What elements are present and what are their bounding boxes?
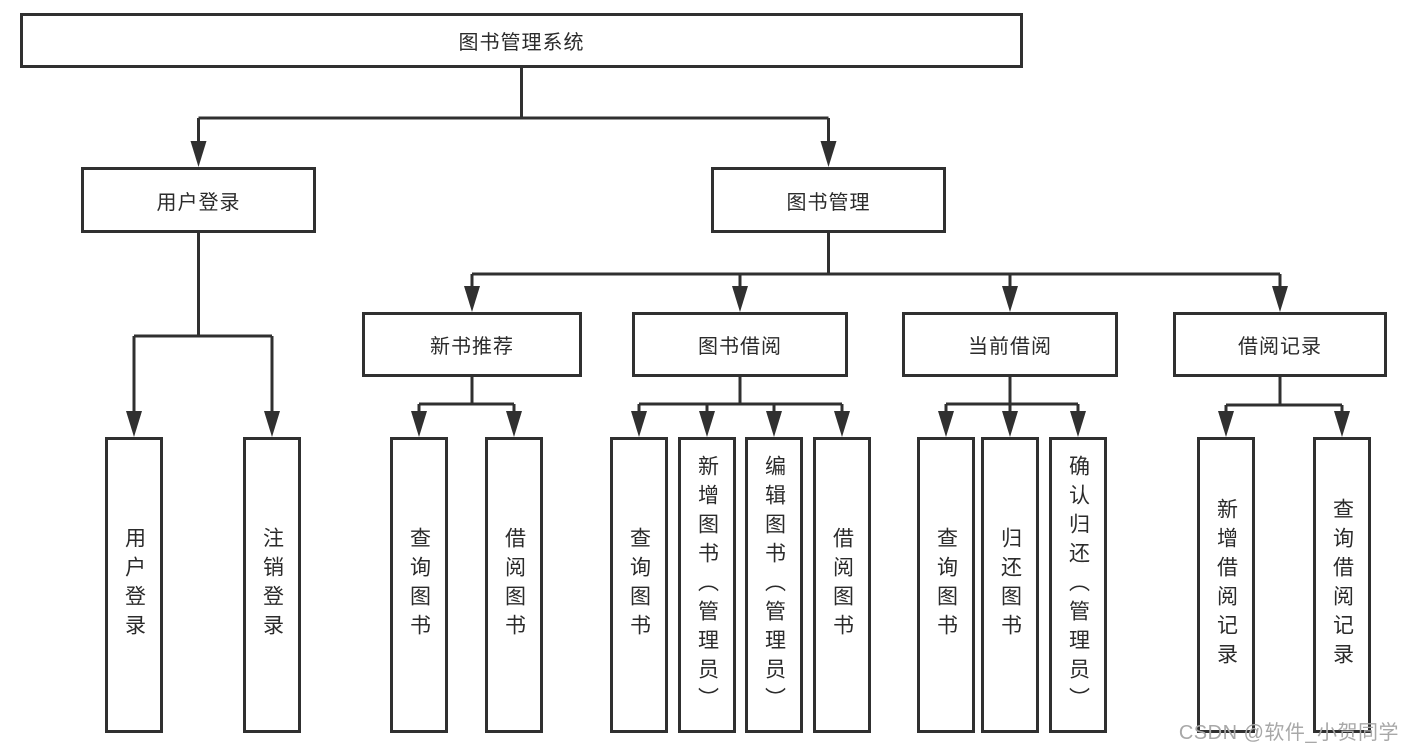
node-label: 查询借阅记录 [1330,498,1354,672]
node-label: 新增借阅记录 [1214,498,1238,672]
node-label: 查询图书 [934,527,958,643]
node-label: 借阅图书 [502,527,526,643]
node-label: 用户登录 [156,191,241,214]
node-new-book-recommend: 新书推荐 [362,312,582,377]
node-label: 借阅记录 [1238,336,1322,358]
node-label: 确认归还（管理员） [1066,454,1090,716]
leaf-records-query-record: 查询借阅记录 [1313,437,1371,733]
node-label: 用户登录 [122,527,146,643]
node-label: 当前借阅 [968,336,1052,358]
leaf-borrow-edit-books-admin: 编辑图书（管理员） [745,437,803,733]
node-label: 图书管理 [786,191,871,214]
node-book-management-system: 图书管理系统 [20,13,1023,68]
node-user-login: 用户登录 [81,167,316,233]
leaf-borrow-borrow-books: 借阅图书 [813,437,871,733]
leaf-newrec-query-books: 查询图书 [390,437,448,733]
leaf-user-login: 用户登录 [105,437,163,733]
node-label: 借阅图书 [830,527,854,643]
node-label: 图书管理系统 [458,32,585,54]
node-book-borrowing: 图书借阅 [632,312,848,377]
leaf-newrec-borrow-books: 借阅图书 [485,437,543,733]
node-borrowing-records: 借阅记录 [1173,312,1387,377]
node-label: 新书推荐 [430,336,514,358]
leaf-current-return-books: 归还图书 [981,437,1039,733]
node-label: 归还图书 [998,527,1022,643]
leaf-current-query-books: 查询图书 [917,437,975,733]
node-label: 查询图书 [407,527,431,643]
node-label: 图书借阅 [698,336,782,358]
leaf-borrow-add-books-admin: 新增图书（管理员） [678,437,736,733]
csdn-watermark: CSDN @软件_小贺同学 [1178,722,1399,744]
leaf-current-confirm-return-admin: 确认归还（管理员） [1049,437,1107,733]
arrowheads [126,141,1350,437]
node-label: 注销登录 [260,527,284,643]
leaf-logout: 注销登录 [243,437,301,733]
leaf-borrow-query-books: 查询图书 [610,437,668,733]
leaf-records-add-record: 新增借阅记录 [1197,437,1255,733]
node-book-management: 图书管理 [711,167,946,233]
node-label: 查询图书 [627,527,651,643]
node-label: 新增图书（管理员） [695,454,719,716]
node-current-borrowing: 当前借阅 [902,312,1118,377]
node-label: 编辑图书（管理员） [762,454,786,716]
